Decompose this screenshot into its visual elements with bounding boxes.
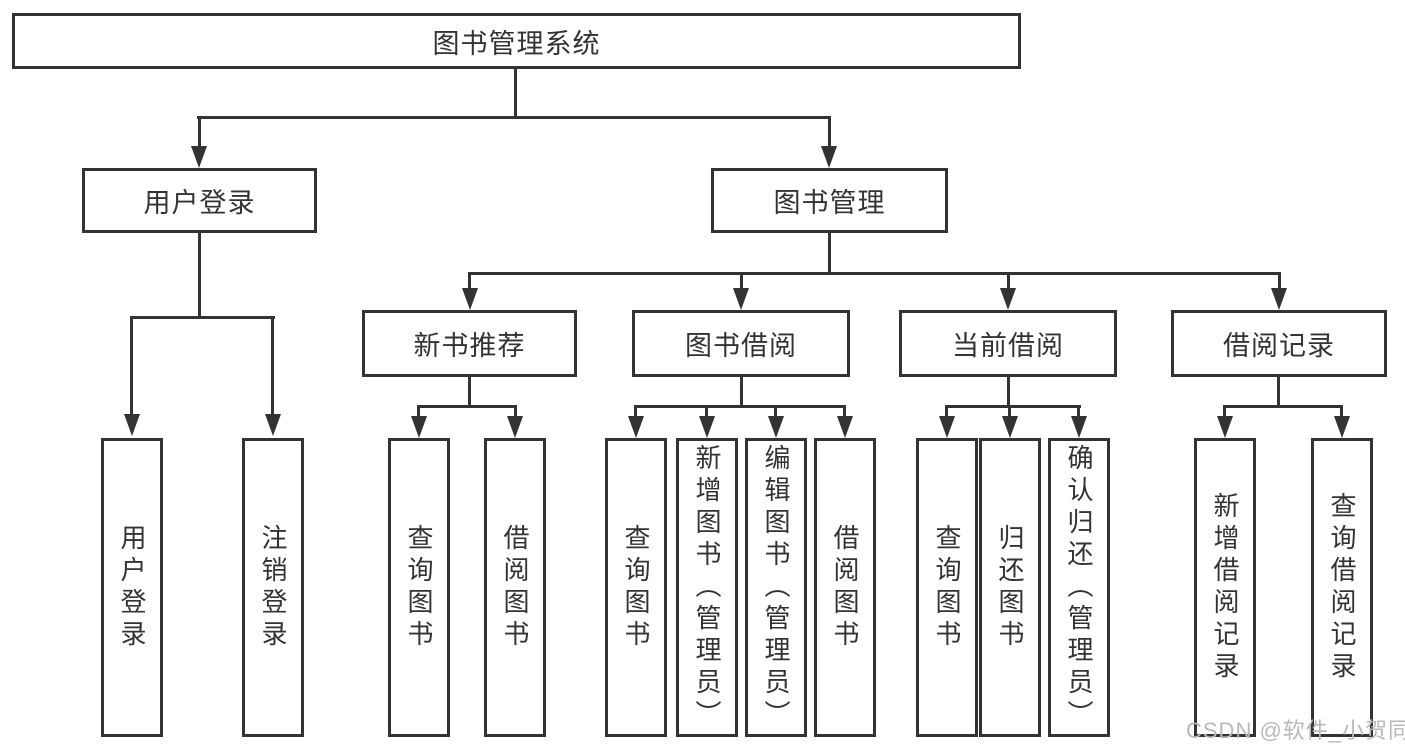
leaf-add-book-admin: 新增图书（管理员）	[676, 438, 738, 737]
connector-mgmt-stem-3	[1007, 272, 1010, 290]
leaf-query-book-recommend: 查询图书	[388, 438, 450, 737]
connector-recommend-stem-1	[417, 405, 420, 418]
connector-current-stem-3	[1077, 405, 1080, 418]
arrowhead-down-icon	[837, 416, 853, 438]
arrowhead-down-icon	[1000, 288, 1016, 310]
connector-current-branch	[945, 405, 1081, 408]
arrowhead-down-icon	[411, 416, 427, 438]
arrowhead-down-icon	[1071, 416, 1087, 438]
leaf-logout: 注销登录	[242, 438, 304, 737]
connector-recommend-stub	[468, 374, 471, 408]
arrowhead-down-icon	[699, 416, 715, 438]
arrowhead-down-icon	[768, 416, 784, 438]
connector-borrow-stem-4	[843, 405, 846, 418]
connector-records-branch	[1223, 405, 1343, 408]
node-borrowing-records: 借阅记录	[1171, 310, 1387, 377]
leaf-borrow-book: 借阅图书	[814, 438, 876, 737]
connector-borrow-branch	[634, 405, 846, 408]
arrowhead-down-icon	[1334, 416, 1350, 438]
connector-mgmt-stub	[828, 230, 831, 275]
arrowhead-down-icon	[939, 416, 955, 438]
connector-root-right-stem	[828, 116, 831, 148]
leaf-query-borrow-record: 查询借阅记录	[1311, 438, 1373, 737]
connector-recommend-stem-2	[514, 405, 517, 418]
connector-mgmt-branch	[468, 272, 1281, 275]
arrowhead-down-icon	[1271, 288, 1287, 310]
connector-records-stem-2	[1340, 405, 1343, 418]
connector-login-branch	[130, 316, 275, 319]
connector-root-left-stem	[198, 116, 201, 148]
leaf-borrow-book-recommend: 借阅图书	[484, 438, 546, 737]
connector-current-stem-2	[1008, 405, 1011, 418]
connector-borrow-stem-1	[634, 405, 637, 418]
leaf-user-login: 用户登录	[101, 438, 163, 737]
connector-recommend-branch	[417, 405, 517, 408]
node-book-management: 图书管理	[711, 168, 948, 233]
connector-root-stub	[514, 66, 517, 119]
connector-mgmt-stem-2	[740, 272, 743, 290]
arrowhead-down-icon	[821, 146, 837, 168]
arrowhead-down-icon	[265, 414, 281, 436]
connector-current-stem-1	[945, 405, 948, 418]
arrowhead-down-icon	[124, 414, 140, 436]
connector-login-stub	[198, 230, 201, 319]
node-library-management-system: 图书管理系统	[12, 13, 1021, 69]
connector-records-stub	[1277, 374, 1280, 408]
arrowhead-down-icon	[191, 146, 207, 168]
node-book-borrowing: 图书借阅	[632, 310, 850, 377]
connector-mgmt-stem-1	[468, 272, 471, 290]
connector-login-right-stem	[271, 316, 274, 415]
arrowhead-down-icon	[1002, 416, 1018, 438]
connector-borrow-stem-3	[774, 405, 777, 418]
node-user-login: 用户登录	[82, 168, 317, 233]
arrowhead-down-icon	[628, 416, 644, 438]
arrowhead-down-icon	[733, 288, 749, 310]
connector-borrow-stub	[740, 374, 743, 408]
node-current-borrowing: 当前借阅	[899, 310, 1117, 377]
connector-mgmt-stem-4	[1278, 272, 1281, 290]
arrowhead-down-icon	[1217, 416, 1233, 438]
leaf-edit-book-admin: 编辑图书（管理员）	[745, 438, 807, 737]
leaf-query-book-current: 查询图书	[916, 438, 978, 737]
leaf-query-book-borrow: 查询图书	[605, 438, 667, 737]
connector-login-left-stem	[130, 316, 133, 415]
arrowhead-down-icon	[462, 288, 478, 310]
node-new-book-recommendation: 新书推荐	[362, 310, 577, 377]
connector-current-stub	[1007, 374, 1010, 408]
leaf-return-book: 归还图书	[979, 438, 1041, 737]
arrowhead-down-icon	[507, 416, 523, 438]
connector-borrow-stem-2	[705, 405, 708, 418]
connector-records-stem-1	[1223, 405, 1226, 418]
csdn-watermark: CSDN @软件_小贺同学	[1186, 718, 1405, 743]
leaf-confirm-return-admin: 确认归还（管理员）	[1048, 438, 1110, 737]
leaf-add-borrow-record: 新增借阅记录	[1194, 438, 1256, 737]
connector-root-branch	[197, 116, 831, 119]
